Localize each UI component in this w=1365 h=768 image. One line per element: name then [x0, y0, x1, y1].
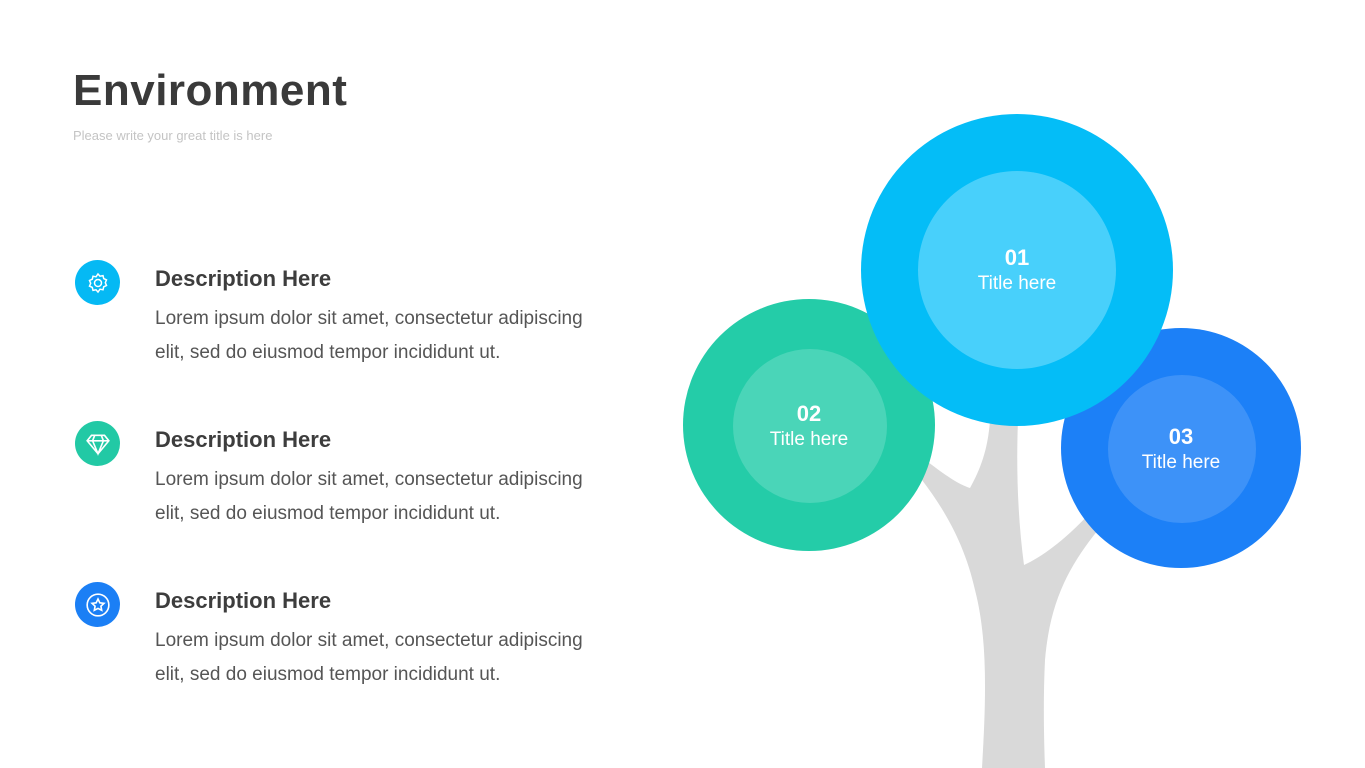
circle-title: Title here: [1141, 452, 1221, 473]
circle-03-inner: [1108, 375, 1256, 523]
page-title: Environment: [73, 66, 348, 115]
item-heading: Description Here: [155, 588, 332, 613]
circle-01-inner: [918, 171, 1116, 369]
circle-03-label: 03 Title here: [1142, 424, 1221, 474]
circle-02-inner: [733, 349, 887, 503]
page-subtitle: Please write your great title is here: [73, 128, 273, 143]
circle-number: 02: [796, 401, 822, 426]
item-text: Lorem ipsum dolor sit amet, consectetur …: [155, 630, 583, 685]
item-heading: Description Here: [155, 266, 332, 291]
circle-number: 01: [1004, 245, 1030, 270]
diamond-icon: [75, 421, 120, 466]
item-text: Lorem ipsum dolor sit amet, consectetur …: [155, 308, 583, 363]
circle-number: 03: [1168, 424, 1194, 449]
star-icon: [75, 582, 120, 627]
circle-02-label: 02 Title here: [770, 401, 849, 451]
tree-trunk: [922, 420, 1098, 768]
item-text: Lorem ipsum dolor sit amet, consectetur …: [155, 469, 583, 524]
circle-title: Title here: [977, 273, 1057, 294]
circle-title: Title here: [769, 429, 849, 450]
item-heading: Description Here: [155, 427, 332, 452]
gear-icon: [75, 260, 120, 305]
circle-01-label: 01 Title here: [978, 245, 1057, 295]
